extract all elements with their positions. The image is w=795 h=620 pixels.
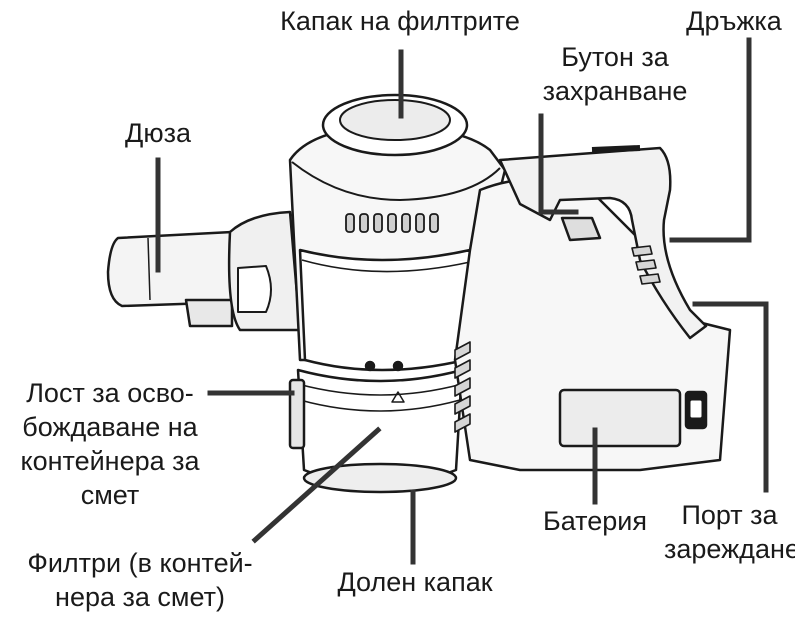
label-bottom-cover: Долен капак [300, 565, 530, 599]
side-grip-ribs [454, 341, 471, 433]
label-line: Бутон за [561, 42, 669, 72]
label-line: захранване [542, 76, 688, 106]
label-line: бождаване на [22, 412, 198, 442]
vent-slots [345, 213, 439, 233]
bottom-cover-shape [302, 462, 458, 494]
label-line: Лост за осво- [26, 378, 194, 408]
label-handle: Дръжка [674, 4, 794, 38]
leader-lines [155, 37, 769, 565]
vacuum-illustration [106, 93, 732, 494]
label-line: Батерия [543, 506, 647, 536]
label-battery: Батерия [510, 504, 680, 538]
label-nozzle: Дюза [88, 116, 228, 150]
leader-charging-port [692, 301, 769, 493]
leader-power-button [538, 113, 579, 215]
label-line: Дюза [125, 118, 191, 148]
leader-handle [669, 37, 752, 243]
nozzle-part [106, 230, 240, 328]
handle-grip-ribs [631, 245, 661, 285]
label-line: Капак на филтрите [280, 6, 520, 36]
dust-bin [288, 360, 464, 494]
front-block [227, 210, 302, 332]
label-line: Филтри (в контей- [27, 548, 253, 578]
rear-housing [453, 178, 732, 472]
label-line: нера за смет) [55, 582, 225, 612]
main-body [288, 93, 507, 372]
label-line: зареждане [664, 534, 795, 564]
leader-filters [251, 426, 382, 544]
label-line: Долен капак [337, 567, 493, 597]
label-line: Дръжка [686, 6, 782, 36]
label-line: контейнера за [20, 446, 200, 476]
label-release-lever: Лост за осво- бождаване на контейнера за… [0, 376, 220, 512]
label-charging-port: Порт за зареждане [664, 498, 795, 566]
label-filter-cover: Капак на филтрите [240, 4, 560, 38]
label-line: смет [80, 480, 140, 510]
battery-panel [558, 388, 682, 448]
power-button-shape [560, 216, 602, 242]
handle-part [498, 145, 708, 340]
label-line: Порт за [681, 500, 778, 530]
label-power-button: Бутон за захранване [505, 40, 725, 108]
label-filters: Филтри (в контей- нера за смет) [0, 546, 280, 614]
